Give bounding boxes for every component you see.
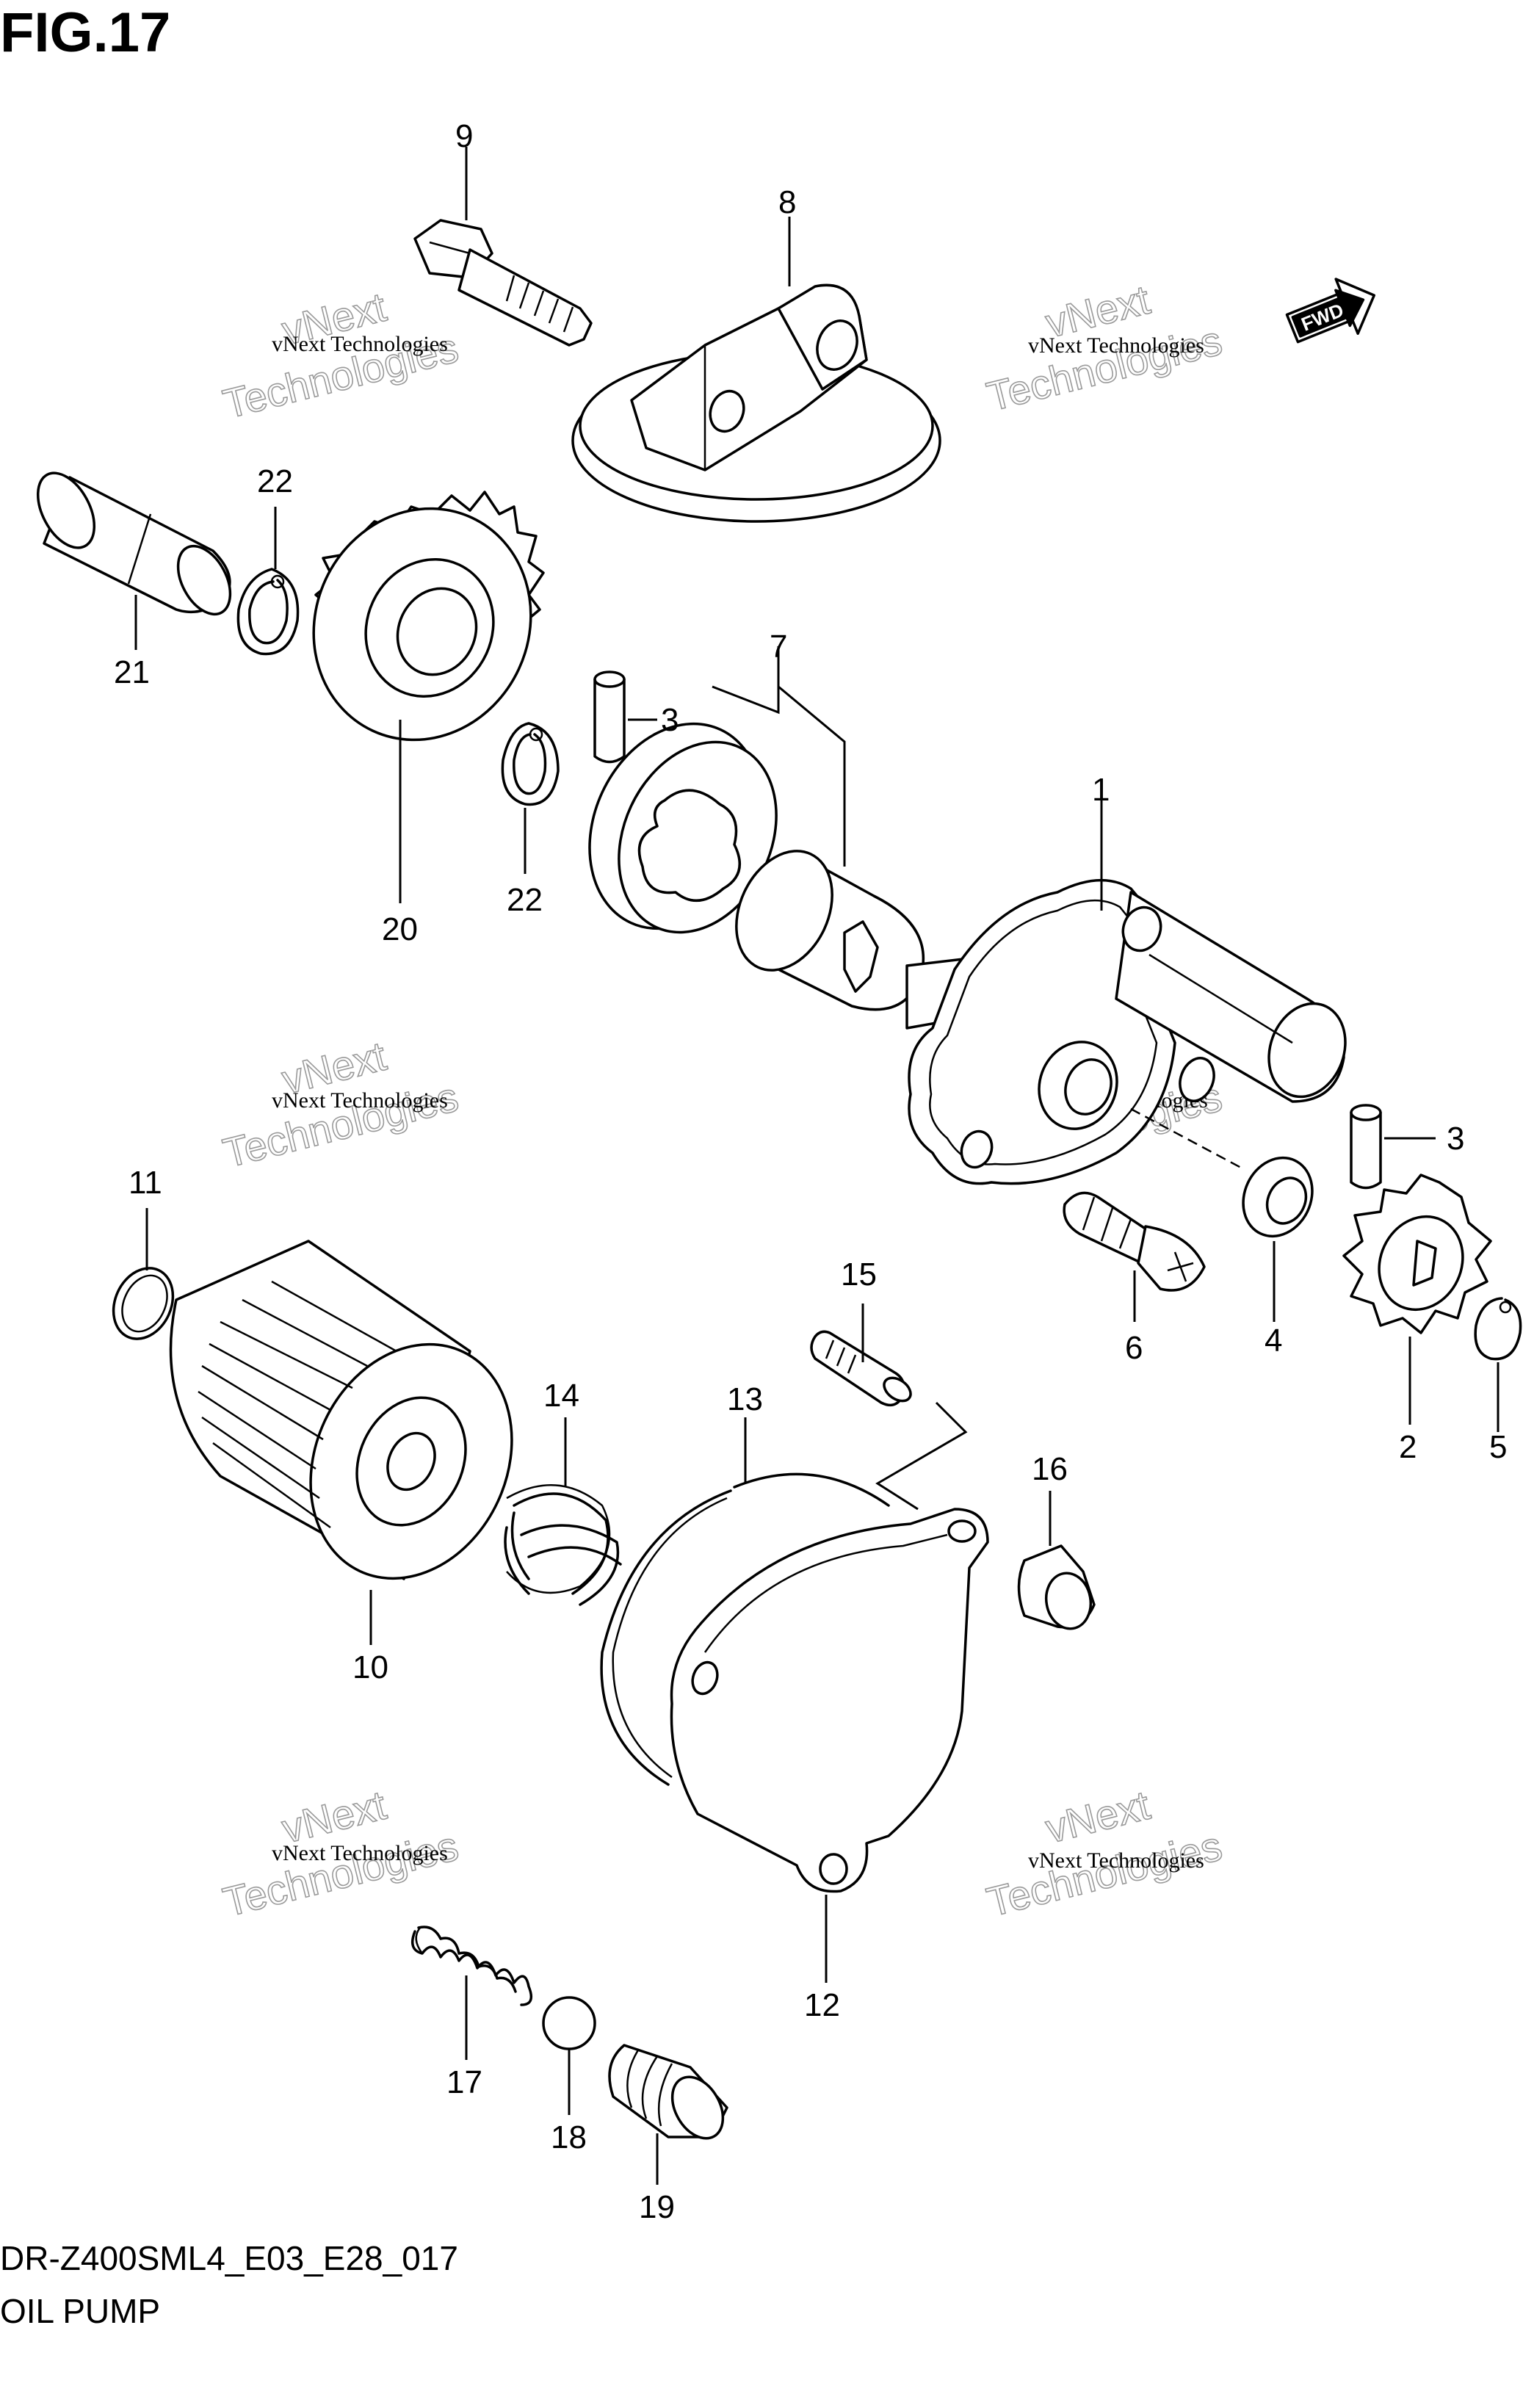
callout-10: 10 bbox=[352, 1649, 388, 1685]
callout-numbers: 9 8 22 21 20 3 22 7 1 3 4 6 2 5 11 10 14… bbox=[114, 118, 1507, 2225]
callout-9: 9 bbox=[455, 118, 473, 154]
callout-12: 12 bbox=[804, 1987, 840, 2023]
callout-6: 6 bbox=[1125, 1330, 1143, 1366]
fwd-arrow-icon: FWD bbox=[1285, 278, 1375, 344]
callout-15: 15 bbox=[841, 1257, 877, 1292]
svg-text:vNext Technologies: vNext Technologies bbox=[272, 1841, 448, 1865]
callout-20: 20 bbox=[382, 911, 418, 947]
watermark-bottom-left: vNext Technologies vNext Technologies bbox=[218, 1781, 463, 1926]
part-3-dowel-pin-top bbox=[593, 670, 657, 764]
part-17-relief-spring bbox=[410, 1926, 533, 2006]
callout-7: 7 bbox=[770, 629, 787, 665]
part-1-pump-body bbox=[905, 878, 1347, 1185]
svg-text:vNext Technologies: vNext Technologies bbox=[272, 332, 448, 356]
diagram-code: DR-Z400SML4_E03_E28_017 bbox=[0, 2239, 458, 2277]
part-16-cap-nut bbox=[1017, 1544, 1096, 1630]
part-11-o-ring bbox=[112, 1267, 175, 1340]
callout-8: 8 bbox=[778, 184, 796, 220]
callout-22-top: 22 bbox=[257, 463, 293, 499]
part-22-circlip-lower bbox=[501, 722, 560, 806]
part-13-gasket bbox=[600, 1401, 968, 1786]
diagram-name: OIL PUMP bbox=[0, 2292, 161, 2330]
callout-22-lower: 22 bbox=[507, 882, 543, 918]
callout-16: 16 bbox=[1032, 1451, 1068, 1487]
part-3-dowel-pin-right bbox=[1350, 1104, 1436, 1190]
callout-1: 1 bbox=[1092, 772, 1110, 808]
part-7-pump-rotor bbox=[588, 646, 925, 1011]
part-5-circlip bbox=[1474, 1297, 1522, 1361]
part-12-filter-cap bbox=[670, 1508, 989, 1893]
callout-21: 21 bbox=[114, 654, 150, 690]
callout-3-right: 3 bbox=[1447, 1121, 1464, 1157]
watermark-bottom-right: vNext Technologies vNext Technologies bbox=[982, 1781, 1227, 1926]
watermark-top-right: vNext Technologies vNext Technologies bbox=[982, 275, 1227, 420]
part-18-check-ball bbox=[542, 1996, 596, 2050]
part-6-screw bbox=[1063, 1191, 1206, 1292]
svg-text:vNext Technologies: vNext Technologies bbox=[1028, 333, 1204, 358]
callout-14: 14 bbox=[543, 1378, 579, 1414]
part-22-circlip-top bbox=[236, 568, 300, 656]
callout-11: 11 bbox=[129, 1165, 162, 1201]
callout-3-top: 3 bbox=[661, 702, 679, 738]
callout-17: 17 bbox=[446, 2064, 482, 2100]
watermark-top-left: vNext Technologies vNext Technologies bbox=[218, 283, 463, 427]
callout-18: 18 bbox=[551, 2119, 587, 2155]
svg-text:vNext Technologies: vNext Technologies bbox=[272, 1088, 448, 1113]
callout-4: 4 bbox=[1265, 1323, 1282, 1359]
part-21-shaft bbox=[36, 471, 232, 616]
part-14-spring bbox=[504, 1483, 622, 1606]
part-8-oil-strainer bbox=[571, 283, 941, 523]
part-10-oil-filter bbox=[169, 1240, 513, 1580]
part-19-plug bbox=[608, 2044, 728, 2140]
part-20-driven-gear bbox=[312, 491, 545, 742]
watermark-mid-left: vNext Technologies vNext Technologies bbox=[218, 1032, 463, 1176]
part-15-stud bbox=[810, 1330, 912, 1407]
part-9-bolt bbox=[413, 219, 593, 347]
part-2-drive-gear bbox=[1342, 1174, 1492, 1334]
leader-lines bbox=[134, 147, 1500, 2185]
svg-text:vNext Technologies: vNext Technologies bbox=[1028, 1848, 1204, 1873]
callout-5: 5 bbox=[1489, 1429, 1507, 1465]
figure-title: FIG.17 bbox=[0, 1, 171, 64]
callout-2: 2 bbox=[1399, 1429, 1417, 1465]
part-4-washer bbox=[1242, 1156, 1314, 1238]
callout-19: 19 bbox=[639, 2189, 675, 2225]
callout-13: 13 bbox=[727, 1381, 763, 1417]
